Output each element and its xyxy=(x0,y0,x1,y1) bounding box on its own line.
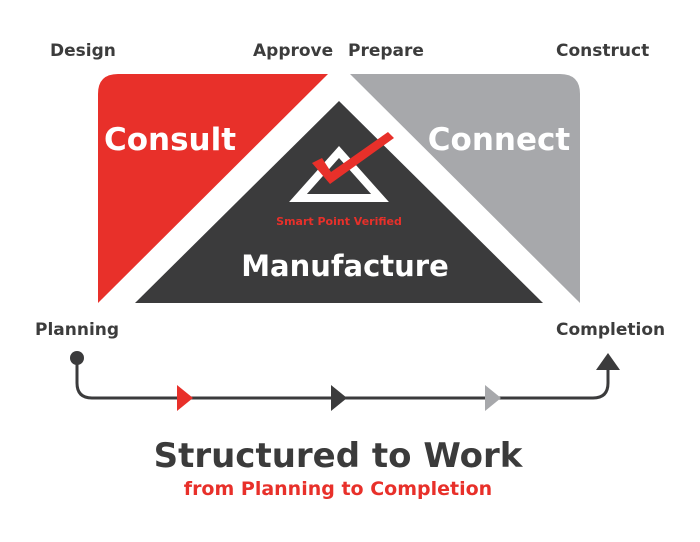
checkmark-icon xyxy=(312,132,394,184)
timeline-end-label: Completion xyxy=(556,320,666,340)
consult-label: Consult xyxy=(104,122,236,158)
connect-panel xyxy=(350,74,580,303)
timeline-end-arrow xyxy=(596,353,620,370)
stage-label-prepare: Prepare xyxy=(348,41,424,61)
timeline xyxy=(70,351,620,411)
smart-point-verified-logo: Smart Point Verified xyxy=(276,132,402,228)
stage-label-approve: Approve xyxy=(253,41,334,61)
timeline-arrow-red xyxy=(177,385,193,411)
subheadline: from Planning to Completion xyxy=(183,478,493,500)
manufacture-label: Manufacture xyxy=(241,249,449,283)
consult-panel xyxy=(98,74,328,303)
stage-label-design: Design xyxy=(50,41,116,61)
timeline-arrow-grey xyxy=(485,385,501,411)
house-icon xyxy=(289,145,389,202)
stage-label-construct: Construct xyxy=(556,41,650,61)
headline: Structured to Work xyxy=(153,436,523,476)
connect-label: Connect xyxy=(428,122,571,158)
timeline-line xyxy=(75,358,610,400)
logo-caption: Smart Point Verified xyxy=(276,215,402,228)
timeline-arrow-dark xyxy=(331,385,347,411)
timeline-start-label: Planning xyxy=(35,320,120,340)
